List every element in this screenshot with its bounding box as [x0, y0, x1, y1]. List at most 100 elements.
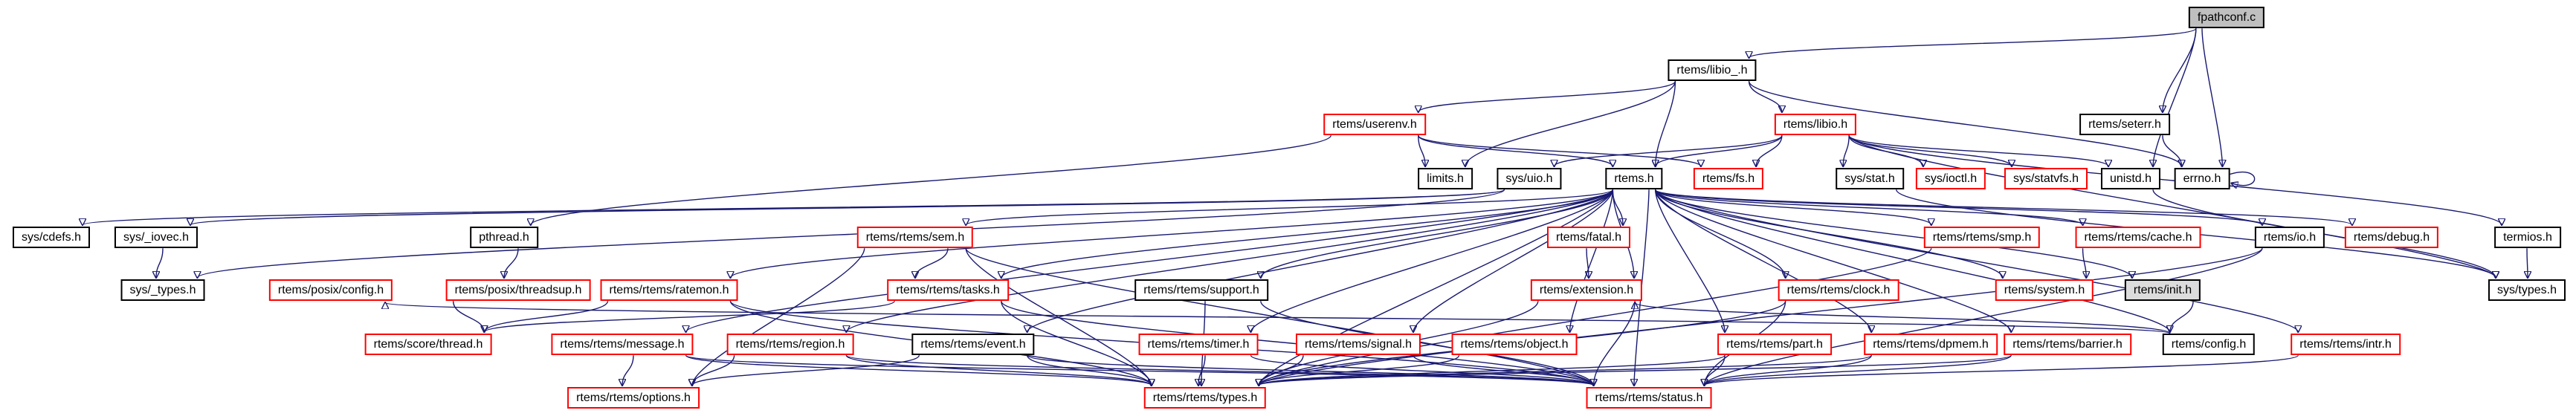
edge-rtems-rtems-region-h-to-rtems-rtems-types-h: [845, 354, 1151, 386]
node-rtems-fatal-h[interactable]: rtems/fatal.h: [1546, 227, 1631, 249]
edge-fpathconf-c-to-rtems-libio-h: [1749, 27, 2197, 58]
node-sys-statvfs-h[interactable]: sys/statvfs.h: [2004, 168, 2088, 190]
edge-rtems-config-h-to-rtems-posix-config-h: [385, 302, 2171, 334]
edge-rtems-h-to-rtems-rtems-event-h: [1027, 189, 1614, 332]
edge-rtems-rtems-intr-h-to-rtems-rtems-status-h: [1704, 354, 2299, 386]
edge-rtems-h-to-rtems-rtems-support-h: [1261, 189, 1614, 278]
node-rtems-extension-h[interactable]: rtems/extension.h: [1530, 279, 1643, 302]
node-pthread-h[interactable]: pthread.h: [470, 227, 538, 249]
edge-rtems-rtems-tasks-h-to-rtems-rtems-types-h: [1001, 301, 1152, 386]
node-rtems-rtems-cache-h[interactable]: rtems/rtems/cache.h: [2075, 227, 2201, 249]
edge-rtems-rtems-event-h-to-rtems-rtems-types-h: [1026, 354, 1152, 386]
edge-fpathconf-c-to-unistd-h: [2153, 28, 2197, 166]
node-rtems-rtems-timer-h[interactable]: rtems/rtems/timer.h: [1138, 334, 1259, 356]
edge-termios-h-to-sys-types-h: [2527, 248, 2528, 278]
edge-rtems-userenv-h-to-pthread-h: [531, 134, 1331, 225]
node-rtems-rtems-object-h[interactable]: rtems/rtems/object.h: [1451, 334, 1578, 356]
node-rtems-rtems-tasks-h[interactable]: rtems/rtems/tasks.h: [887, 279, 1009, 302]
edge-rtems-libio-h-to-rtems-userenv-h: [1418, 80, 1676, 112]
node-sys-iovec-h[interactable]: sys/_iovec.h: [114, 227, 198, 249]
node-rtems-score-thread-h[interactable]: rtems/score/thread.h: [364, 334, 492, 356]
edge-rtems-h-to-rtems-rtems-smp-h: [1654, 189, 1931, 225]
node-rtems-userenv-h[interactable]: rtems/userenv.h: [1323, 114, 1426, 136]
node-fpathconf-c: fpathconf.c: [2188, 7, 2265, 29]
edge-rtems-rtems-event-h-to-rtems-rtems-status-h: [1026, 354, 1594, 386]
edge-rtems-config-h-to-rtems-extension-h: [1635, 302, 2171, 334]
edge-rtems-rtems-support-h-to-rtems-rtems-status-h: [1260, 301, 1594, 386]
node-rtems-libio-h[interactable]: rtems/libio.h: [1774, 114, 1857, 136]
node-rtems-system-h[interactable]: rtems/system.h: [1995, 279, 2094, 302]
edge-rtems-h-to-rtems-fatal-h: [1612, 189, 1623, 225]
edge-rtems-rtems-object-h-to-rtems-rtems-types-h: [1259, 354, 1460, 386]
node-rtems-config-h[interactable]: rtems/config.h: [2162, 334, 2256, 356]
edge-rtems-h-to-rtems-rtems-clock-h: [1654, 189, 1786, 278]
edge-rtems-rtems-barrier-h-to-rtems-rtems-status-h: [1704, 354, 2012, 386]
edge-errno-h-to-errno-h: [2230, 171, 2256, 186]
edge-rtems-rtems-timer-h-to-rtems-rtems-types-h: [1198, 355, 1206, 386]
edge-rtems-h-to-rtems-config-h: [1654, 189, 2170, 332]
node-limits-h[interactable]: limits.h: [1418, 168, 1473, 190]
node-termios-h[interactable]: termios.h: [2494, 227, 2561, 249]
node-rtems-rtems-ratemon-h[interactable]: rtems/rtems/ratemon.h: [600, 279, 738, 302]
node-rtems-h[interactable]: rtems.h: [1605, 168, 1663, 190]
node-rtems-rtems-types-h[interactable]: rtems/rtems/types.h: [1143, 387, 1267, 409]
edge-rtems-libio-h-to-unistd-h: [1848, 134, 2108, 166]
node-rtems-rtems-support-h[interactable]: rtems/rtems/support.h: [1134, 279, 1268, 302]
edge-rtems-userenv-h-to-limits-h: [1418, 135, 1425, 166]
node-errno-h[interactable]: errno.h: [2174, 168, 2230, 190]
node-sys-uio-h[interactable]: sys/uio.h: [1497, 168, 1562, 190]
edge-rtems-io-h-to-rtems-rtems-types-h: [1259, 247, 2263, 386]
node-rtems-rtems-part-h[interactable]: rtems/rtems/part.h: [1717, 334, 1832, 356]
node-sys-types-h[interactable]: sys/types.h: [2488, 279, 2566, 302]
edge-rtems-init-h-to-rtems-config-h: [2170, 301, 2194, 332]
edge-rtems-rtems-cache-h-to-rtems-system-h: [2082, 248, 2087, 278]
node-rtems-rtems-options-h[interactable]: rtems/rtems/options.h: [567, 387, 700, 409]
edge-rtems-h-to-rtems-rtems-cache-h: [1654, 189, 2083, 225]
node-rtems-rtems-barrier-h[interactable]: rtems/rtems/barrier.h: [2004, 334, 2131, 356]
edge-rtems-rtems-tasks-h-to-rtems-score-thread-h: [484, 300, 895, 332]
node-rtems-rtems-sem-h[interactable]: rtems/rtems/sem.h: [856, 227, 974, 249]
node-sys-types-h[interactable]: sys/_types.h: [120, 279, 205, 302]
node-rtems-fs-h[interactable]: rtems/fs.h: [1693, 168, 1764, 190]
node-rtems-rtems-signal-h[interactable]: rtems/rtems/signal.h: [1295, 334, 1421, 356]
node-unistd-h[interactable]: unistd.h: [2100, 168, 2161, 190]
edge-rtems-rtems-sem-h-to-rtems-rtems-options-h: [692, 248, 865, 386]
edge-rtems-libio-h-to-sys-ioctl-h: [1848, 134, 1923, 166]
edge-rtems-libio-h-to-sys-uio-h: [1555, 134, 1783, 166]
node-rtems-rtems-event-h[interactable]: rtems/rtems/event.h: [911, 334, 1035, 356]
edge-rtems-rtems-timer-h-to-rtems-rtems-status-h: [1250, 354, 1593, 386]
node-rtems-libio-h[interactable]: rtems/libio_.h: [1668, 59, 1757, 82]
edge-rtems-rtems-event-h-to-rtems-rtems-options-h: [692, 354, 920, 386]
edge-rtems-libio-h-to-rtems-fs-h: [1756, 135, 1783, 166]
edge-rtems-libio-h-to-sys-stat-h: [1843, 135, 1850, 166]
edge-rtems-libio-h-to-rtems-h: [1656, 81, 1676, 166]
edge-rtems-h-to-rtems-debug-h: [1654, 189, 2352, 225]
node-rtems-rtems-region-h[interactable]: rtems/rtems/region.h: [726, 334, 854, 356]
node-rtems-seterr-h[interactable]: rtems/seterr.h: [2079, 114, 2170, 136]
node-rtems-init-h[interactable]: rtems/init.h: [2124, 279, 2201, 302]
node-rtems-rtems-status-h[interactable]: rtems/rtems/status.h: [1586, 387, 1712, 409]
edge-rtems-posix-threadsup-h-to-rtems-score-thread-h: [452, 301, 485, 332]
edge-rtems-rtems-barrier-h-to-rtems-rtems-types-h: [1259, 354, 2012, 386]
edge-rtems-h-to-rtems-rtems-part-h: [1654, 189, 1725, 332]
node-rtems-rtems-message-h[interactable]: rtems/rtems/message.h: [551, 334, 694, 356]
node-sys-cdefs-h[interactable]: sys/cdefs.h: [12, 227, 91, 249]
node-rtems-debug-h[interactable]: rtems/debug.h: [2344, 227, 2439, 249]
node-rtems-rtems-intr-h[interactable]: rtems/rtems/intr.h: [2291, 334, 2401, 356]
node-rtems-posix-config-h[interactable]: rtems/posix/config.h: [268, 279, 393, 302]
node-rtems-rtems-dpmem-h[interactable]: rtems/rtems/dpmem.h: [1864, 334, 1998, 356]
node-sys-ioctl-h[interactable]: sys/ioctl.h: [1915, 168, 1986, 190]
edge-rtems-userenv-h-to-rtems-fs-h: [1418, 134, 1701, 166]
node-sys-stat-h[interactable]: sys/stat.h: [1836, 168, 1904, 190]
node-rtems-posix-threadsup-h[interactable]: rtems/posix/threadsup.h: [445, 279, 591, 302]
node-rtems-io-h[interactable]: rtems/io.h: [2254, 227, 2325, 249]
edge-rtems-h-to-rtems-rtems-sem-h: [966, 189, 1614, 225]
edge-sys-iovec-h-to-sys-types-h: [156, 248, 164, 278]
node-rtems-rtems-clock-h[interactable]: rtems/rtems/clock.h: [1778, 279, 1899, 302]
edge-rtems-rtems-ratemon-h-to-rtems-score-thread-h: [484, 300, 609, 332]
edge-rtems-h-to-rtems-rtems-types-h: [1259, 189, 1614, 386]
edge-rtems-h-to-rtems-rtems-intr-h: [1654, 189, 2299, 332]
node-rtems-rtems-smp-h[interactable]: rtems/rtems/smp.h: [1923, 227, 2041, 249]
edge-rtems-libio-h-to-rtems-libio-h: [1748, 81, 1782, 112]
